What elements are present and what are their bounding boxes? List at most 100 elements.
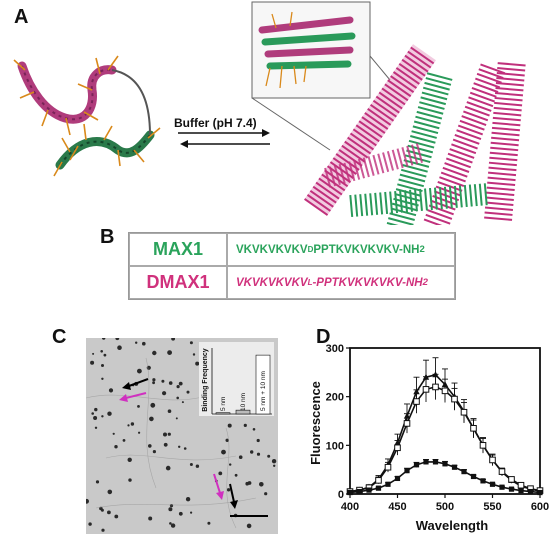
data-point (394, 444, 401, 452)
nanoparticle (245, 481, 249, 486)
data-point (518, 487, 524, 494)
panel-a-figure (13, 1, 526, 225)
nanoparticle (167, 409, 172, 413)
nanoparticle (152, 450, 156, 454)
nanoparticle (103, 353, 107, 357)
nanoparticle (101, 415, 104, 418)
nanoparticle (169, 504, 174, 508)
nanoparticle (135, 341, 138, 344)
nanoparticle (189, 341, 193, 345)
fibril-network-illustration (304, 44, 526, 225)
nanoparticle (101, 364, 104, 367)
nanoparticle (102, 338, 106, 340)
data-point (537, 489, 543, 496)
nanoparticle (169, 522, 172, 525)
nanoparticle (221, 449, 226, 455)
nanoparticle (259, 482, 264, 487)
nanoparticle (178, 381, 183, 386)
nanoparticle (152, 350, 157, 356)
data-point (432, 383, 439, 391)
nanoparticle (122, 439, 126, 442)
data-point (423, 459, 429, 465)
nanoparticle (185, 497, 191, 502)
nanoparticle (189, 463, 193, 466)
nanoparticle (127, 424, 130, 427)
nanoparticle (175, 417, 178, 420)
nanoparticle (137, 405, 140, 408)
black-arrow-bottom (229, 483, 238, 509)
data-point (441, 387, 449, 395)
series-circle (347, 458, 543, 496)
nanoparticle (90, 360, 95, 365)
data-point (442, 461, 448, 467)
x-tick-label: 600 (531, 501, 549, 513)
data-point (508, 486, 515, 492)
nanoparticle (168, 507, 173, 512)
nanoparticle (150, 402, 156, 408)
data-point (461, 469, 467, 475)
data-point (517, 481, 525, 489)
equilibrium-label: Buffer (pH 7.4) (174, 116, 257, 130)
nanoparticle (94, 407, 98, 412)
data-point (460, 408, 468, 416)
nanoparticle (264, 492, 268, 496)
y-axis-label: Fluorescence (308, 381, 323, 465)
magenta-arrow-bottom (213, 473, 224, 500)
x-tick-label: 400 (341, 501, 359, 513)
nanoparticle (95, 480, 100, 484)
nanoparticle (229, 463, 232, 466)
x-tick-label: 550 (483, 501, 501, 513)
nanoparticle (117, 345, 122, 350)
panel-label-a: A (14, 6, 29, 28)
unfolded-peptide-illustration (13, 55, 161, 177)
data-point (451, 464, 458, 470)
nanoparticle (112, 432, 115, 435)
data-point (489, 481, 496, 487)
black-arrow-top (122, 378, 149, 390)
data-point (527, 488, 534, 495)
y-tick-label: 300 (326, 343, 344, 355)
data-point (384, 463, 392, 471)
data-point (413, 398, 420, 405)
nanoparticle (227, 423, 232, 428)
nanoparticle (127, 457, 132, 462)
equilibrium-arrows (178, 129, 270, 148)
nanoparticle (101, 528, 105, 532)
data-point (508, 476, 515, 483)
data-point (470, 425, 477, 432)
panel-label-b: B (100, 226, 115, 248)
nanoparticle (195, 464, 200, 468)
nanoparticle (226, 488, 231, 492)
y-tick-label: 100 (326, 440, 344, 452)
nanoparticle (149, 416, 154, 422)
nanoparticle (130, 422, 135, 426)
data-point (366, 487, 372, 493)
hairpin-inset (251, 1, 391, 151)
nanoparticle (195, 361, 200, 366)
data-point (422, 386, 430, 393)
nanoparticle (183, 447, 187, 450)
inset-bar-label: 5 nm (220, 397, 227, 411)
nanoparticle (100, 350, 103, 353)
magenta-arrow-top (119, 392, 147, 402)
nanoparticle (176, 396, 179, 400)
series-square (346, 373, 544, 495)
x-tick-label: 500 (436, 501, 454, 513)
nanoparticle (108, 388, 114, 393)
inset-bar (215, 412, 231, 415)
y-tick-label: 0 (338, 489, 344, 501)
data-point (375, 477, 382, 484)
nanoparticle (171, 338, 175, 341)
nanoparticle (273, 464, 276, 467)
nanoparticle (163, 442, 168, 447)
data-point (451, 395, 458, 403)
nanoparticle (115, 338, 120, 341)
nanoparticle (176, 385, 180, 389)
inset-bar-label: 10 nm (240, 393, 247, 411)
nanoparticle (234, 473, 238, 477)
data-point (432, 459, 439, 465)
inset-ylabel: Binding Frequency (202, 348, 209, 412)
